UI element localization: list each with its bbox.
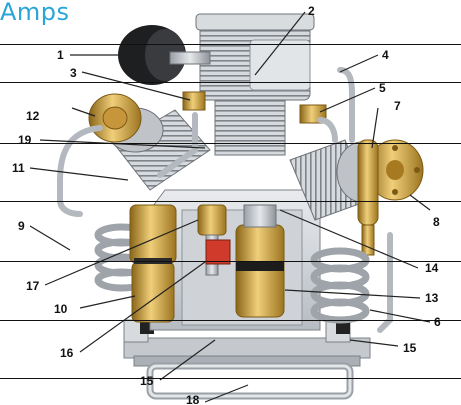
top-cylinder-head: [195, 13, 315, 156]
callout-12: 12: [26, 109, 40, 123]
callout-1: 1: [57, 48, 64, 62]
callout-14: 14: [425, 261, 439, 275]
oil-gauge: [205, 239, 231, 265]
callout-3: 3: [70, 66, 77, 80]
callout-4: 4: [382, 48, 389, 62]
right-separator: [235, 204, 285, 318]
right-brass-flange: [366, 139, 424, 201]
intake-filter: [118, 25, 211, 85]
base-frame: [123, 319, 371, 400]
callout-19: 19: [18, 133, 32, 147]
callout-7: 7: [394, 99, 401, 113]
callout-8: 8: [433, 215, 440, 229]
callout-10: 10: [54, 302, 68, 316]
right-cooler-coil: [310, 247, 370, 324]
callout-15-bottom: 15: [140, 374, 154, 388]
fitting-3: [182, 91, 206, 111]
left-brass-head: [88, 93, 142, 143]
callout-6: 6: [434, 315, 441, 329]
callout-13: 13: [425, 291, 439, 305]
callout-2: 2: [308, 4, 315, 18]
callout-18: 18: [186, 393, 200, 405]
callout-labels: 1 2 3 4 5 6 7 8 9 10 11 12 13 14 15 15 1…: [12, 4, 441, 405]
callout-17: 17: [26, 279, 40, 293]
brass-valve: [357, 139, 379, 256]
callout-11: 11: [12, 161, 25, 175]
leader-lines: [29, 11, 431, 403]
left-separator: [129, 204, 177, 323]
callout-15-right: 15: [403, 341, 417, 355]
callout-5: 5: [379, 81, 386, 95]
callout-16: 16: [60, 346, 74, 360]
page-title: Amps: [0, 0, 70, 26]
callout-9: 9: [18, 219, 25, 233]
